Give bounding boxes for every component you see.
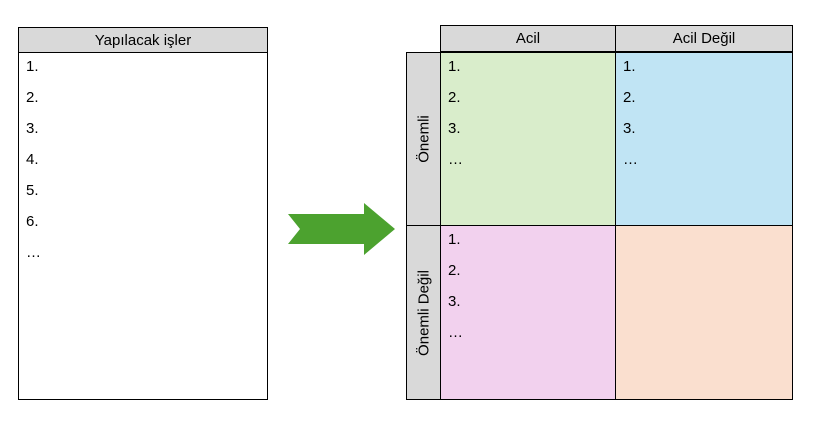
list-item: 2. [623, 89, 636, 106]
list-item: … [448, 324, 463, 341]
row-header-not-important: Önemli Değil [406, 225, 441, 400]
column-header-urgent: Acil [440, 25, 616, 52]
list-item: 1. [448, 58, 461, 75]
quadrant-important-not-urgent: 1. 2. 3. … [615, 52, 793, 226]
quadrant-not-important-not-urgent [615, 225, 793, 400]
list-item: 3. [623, 120, 636, 137]
list-item: 3. [26, 120, 39, 137]
list-item: 2. [448, 89, 461, 106]
todo-list-box: Yapılacak işler 1. 2. 3. 4. 5. 6. … [18, 27, 268, 400]
quadrant-important-urgent: 1. 2. 3. … [440, 52, 616, 226]
row-header-important: Önemli [406, 52, 441, 226]
list-item: 3. [448, 120, 461, 137]
todo-list-items: 1. 2. 3. 4. 5. 6. … [19, 53, 267, 260]
list-item: 2. [26, 89, 39, 106]
green-right-arrow-icon [288, 203, 395, 255]
list-item: 5. [26, 182, 39, 199]
list-item: 6. [26, 213, 39, 230]
arrow-polygon [288, 203, 395, 255]
list-item: … [448, 151, 463, 168]
column-header-not-urgent: Acil Değil [615, 25, 793, 52]
list-item: 2. [448, 262, 461, 279]
arrow-shape [288, 203, 395, 255]
list-item: 4. [26, 151, 39, 168]
todo-list-title: Yapılacak işler [19, 28, 267, 53]
row-header-not-important-label: Önemli Değil [415, 269, 432, 356]
list-item: 3. [448, 293, 461, 310]
list-item: 1. [26, 58, 39, 75]
list-item: … [623, 151, 638, 168]
quadrant-not-important-urgent: 1. 2. 3. … [440, 225, 616, 400]
eisenhower-matrix: Acil Acil Değil Önemli Önemli Değil 1. 2… [406, 25, 793, 400]
list-item: … [26, 244, 41, 261]
list-item: 1. [448, 231, 461, 248]
list-item: 1. [623, 58, 636, 75]
row-header-important-label: Önemli [415, 115, 432, 163]
